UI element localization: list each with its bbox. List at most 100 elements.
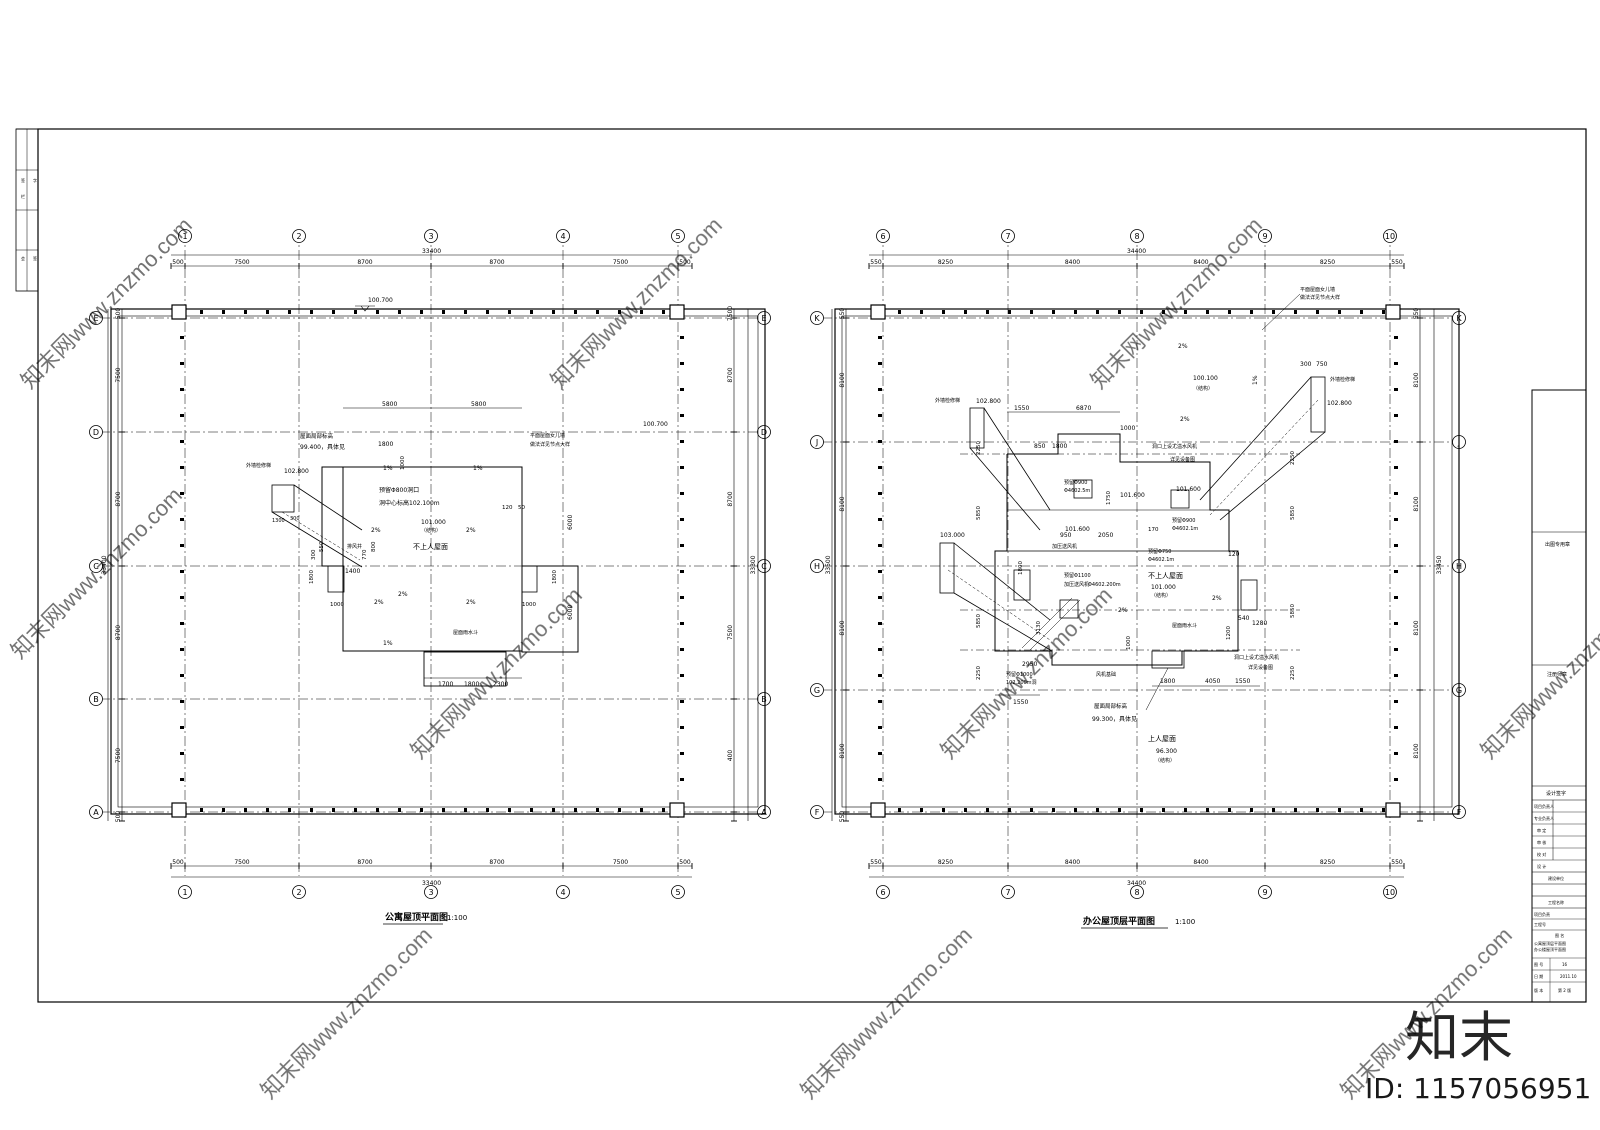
tb-r9: 设 计 [1537,863,1546,869]
left-dim-x: 500 [679,859,691,866]
tb-r11: 工程名称 [1548,899,1564,905]
right-dim-x-total: 34400 [1127,248,1146,255]
right-d5850b: 5850 [976,614,982,628]
left-column-ne [171,304,187,320]
left-dim-x: 500 [172,259,184,266]
right-dim-x: 550 [1391,259,1403,266]
left-d50: 50 [518,505,525,511]
right-axis-bubble [1383,229,1397,243]
right-axis-label: 6 [880,232,885,241]
left-slope8: 1% [383,640,393,647]
tb-r18: 16 [1562,962,1568,967]
left-dim-x: 7500 [613,259,628,266]
right-pump: 加压送风机 [1052,543,1077,550]
left-slope7: 2% [466,599,476,606]
left-d300: 300 [290,516,300,522]
right-d950: 950 [1060,532,1072,539]
left-axis-label: 1 [182,888,187,897]
watermark-layer: 知末网www.znzmo.com 知末网www.znzmo.com 知末网www… [6,212,1600,1103]
left-dim-5800a: 5800 [382,401,397,408]
left-slope4: 2% [466,527,476,534]
tb-sign: 设计签字 [1546,790,1566,797]
right-dim-y: 8100 [1413,620,1420,635]
left-dim-y-total: 33300 [750,555,757,574]
left-d6000a: 6000 [567,515,574,530]
right-plan-title: 办公屋顶层平面图 [1083,915,1155,927]
left-note-r2: 做法详见节点大样 [530,441,570,448]
tb-stamp: 出图专用章 [1545,541,1570,548]
right-parapet-inner [841,315,1453,808]
right-box-2 [1240,579,1258,611]
right-ladder-right [1310,376,1326,433]
left-parapet: 屋面局部标高 [300,432,334,440]
right-dim-x: 8250 [1320,859,1335,866]
strip-text-1: 签 [21,177,25,183]
right-note-tr2: 做法详见节点大样 [1300,294,1340,301]
left-dim-x-total: 33400 [422,880,441,887]
right-axis-bubble [810,435,824,449]
left-vent: 排风井 [347,543,362,550]
left-slope2: 1% [473,465,483,472]
right-d1000: 1000 [1120,425,1135,432]
watermark-tile-7: 知末网www.znzmo.com [1476,582,1600,763]
right-d120: 120 [1228,551,1240,558]
right-d1800c: 1800 [1018,561,1024,575]
right-d1800: 1800 [1052,443,1067,450]
left-dim-x: 7500 [234,859,249,866]
right-e102r: 102.800 [1327,400,1352,407]
right-d5850d: 5850 [1290,604,1296,618]
right-dim-y: 8100 [1413,743,1420,758]
left-d1000: 1000 [400,456,406,470]
left-axis-label: 2 [296,232,301,241]
left-drain: 屋面雨水斗 [453,629,478,636]
tb-r12: 项目负责 [1534,911,1550,917]
left-d1800b: 1800 [309,570,315,584]
right-dim-x: 8400 [1193,259,1208,266]
left-axis-bubble [757,559,771,573]
left-parapet-outer [110,308,766,815]
left-axis-label: A [93,808,99,817]
right-axis-bubble [810,559,824,573]
left-dim-x: 8700 [489,259,504,266]
right-hole3: 预留Φ750 [1148,548,1171,555]
left-d300b: 300 [311,549,317,560]
left-axis-label: C [761,562,767,571]
right-d2250b: 2250 [1290,666,1296,680]
left-dim-y: 8700 [115,491,122,506]
left-axis-label: 5 [675,888,680,897]
right-axis-label: 8 [1134,888,1139,897]
right-axis-label: H [814,562,820,571]
right-axis-label: 8 [1134,232,1139,241]
right-hole4b: Φ4602.200m [1088,582,1121,588]
right-dim-x: 8250 [1320,259,1335,266]
left-axis-label: A [761,808,767,817]
left-d1800d: 1800 [464,681,479,688]
left-dim-5800b: 5800 [471,401,486,408]
right-dim-y: 550 [1413,308,1420,320]
left-stair-box [423,651,507,687]
left-axis-label: B [93,695,99,704]
right-e101-6c: 101.600 [1176,486,1201,493]
right-fan: 风机基础 [1096,671,1116,678]
right-dim-y: 8100 [1413,372,1420,387]
right-dim-y: 550 [839,811,846,823]
left-dim-y: 400 [727,750,734,762]
right-slope-c: 1% [1252,375,1259,385]
left-box-small-2 [521,565,538,593]
left-column-se [171,802,187,818]
left-box-small-1 [327,565,345,593]
right-slope-a: 2% [1178,343,1188,350]
right-note-c4: 详见设备图 [1248,664,1273,671]
right-dim-y-total: 33450 [1436,555,1443,574]
right-dim-x: 550 [1391,859,1403,866]
right-axis-label: G [814,686,820,695]
left-axis-bubble [89,425,103,439]
left-dim-x: 8700 [357,859,372,866]
right-ext2: 外墙检修梯 [935,397,960,404]
right-dim-x-total: 34400 [1127,880,1146,887]
right-e96b: （结构） [1155,757,1175,764]
right-column-sw [1385,802,1401,818]
left-axis-bubble [178,229,192,243]
